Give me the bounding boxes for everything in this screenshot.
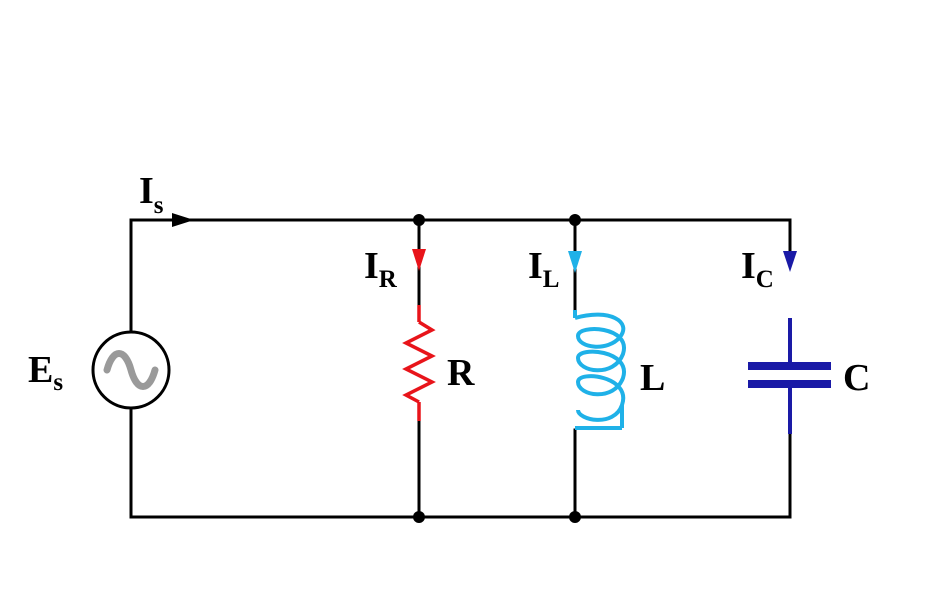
source-voltage-label-sub: s (53, 369, 63, 396)
inductor-current-arrow-icon (568, 251, 582, 273)
junction-bottom-resistor (413, 511, 425, 523)
capacitor-label: C (843, 357, 870, 399)
source-current-label-sub: s (154, 192, 164, 219)
sine-wave-icon (103, 350, 159, 390)
resistor-current-label: IR (364, 245, 398, 293)
junction-dots (413, 214, 581, 523)
source-voltage-label: Es (28, 349, 63, 396)
inductor-current-label-main: I (528, 245, 543, 287)
capacitor-current-arrow-icon (783, 251, 797, 272)
capacitor-current-label-sub: C (756, 266, 774, 293)
inductor-current-label: IL (528, 245, 559, 293)
ac-voltage-source-icon (91, 330, 171, 410)
resistor-label: R (447, 352, 475, 394)
junction-top-inductor (569, 214, 581, 226)
capacitor-current-label: IC (741, 245, 774, 293)
junction-bottom-inductor (569, 511, 581, 523)
resistor-current-label-main: I (364, 245, 379, 287)
inductor-label: L (640, 357, 665, 399)
capacitor-icon (748, 318, 831, 434)
resistor-current-label-sub: R (379, 266, 398, 293)
source-current-label: Is (139, 170, 164, 219)
inductor-current-label-sub: L (543, 266, 560, 293)
resistor-icon (402, 305, 436, 421)
source-current-arrow-icon (172, 213, 194, 227)
source-current-label-main: I (139, 170, 154, 212)
source-voltage-label-main: E (28, 349, 53, 391)
resistor-current-arrow-icon (412, 249, 426, 271)
capacitor-current-label-main: I (741, 245, 756, 287)
inductor-coil-icon (573, 310, 626, 430)
junction-top-resistor (413, 214, 425, 226)
